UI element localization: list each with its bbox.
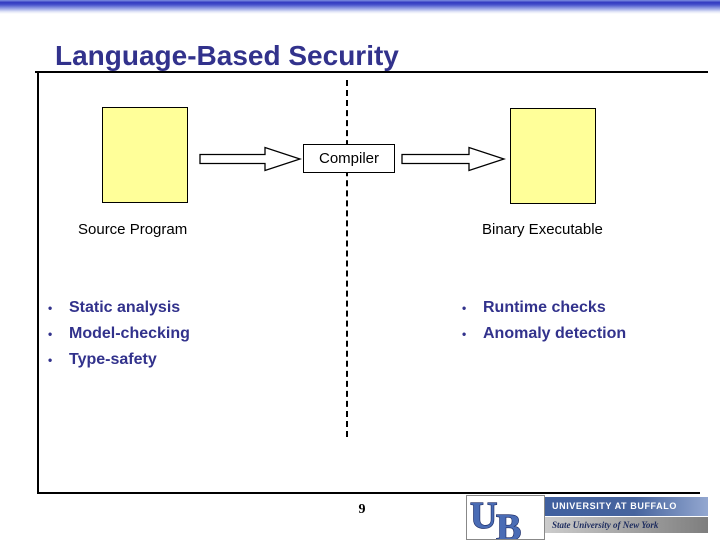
university-subtitle-bar: State University of New York <box>545 517 708 533</box>
source-program-label: Source Program <box>78 221 188 238</box>
logo-letter-u: U <box>470 496 497 537</box>
top-gradient-bar <box>0 0 720 14</box>
list-item: • Type-safety <box>48 347 190 373</box>
list-item: • Anomaly detection <box>462 321 626 347</box>
content-frame <box>37 73 700 494</box>
bullet-label: Runtime checks <box>483 299 606 316</box>
bullet-icon: • <box>48 301 53 315</box>
logo-letter-b: B <box>496 507 521 540</box>
list-item: • Model-checking <box>48 321 190 347</box>
title-underline <box>35 71 708 73</box>
arrow-right-icon <box>199 146 302 172</box>
list-item: • Runtime checks <box>462 295 626 321</box>
bullet-label: Type-safety <box>69 351 157 368</box>
dashed-divider-line <box>346 80 348 437</box>
bullet-label: Model-checking <box>69 325 190 342</box>
arrow-right-icon <box>401 146 506 172</box>
source-program-box <box>102 107 188 203</box>
ub-logo-icon: U B <box>469 496 522 540</box>
slide-title: Language-Based Security <box>55 40 399 71</box>
compiler-box: Compiler <box>303 144 395 173</box>
bullet-icon: • <box>462 301 467 315</box>
right-bullet-list: • Runtime checks • Anomaly detection <box>462 295 626 347</box>
left-bullet-list: • Static analysis • Model-checking • Typ… <box>48 295 190 373</box>
list-item: • Static analysis <box>48 295 190 321</box>
bullet-icon: • <box>462 327 467 341</box>
bullet-label: Static analysis <box>69 299 181 316</box>
page-number: 9 <box>358 502 366 517</box>
binary-executable-label: Binary Executable <box>482 221 603 238</box>
university-name-bar: UNIVERSITY AT BUFFALO <box>545 497 708 516</box>
bullet-icon: • <box>48 353 53 367</box>
bullet-icon: • <box>48 327 53 341</box>
bullet-label: Anomaly detection <box>483 325 627 342</box>
university-logo: U B <box>466 495 545 540</box>
compiler-label: Compiler <box>318 150 379 167</box>
binary-executable-box <box>510 108 596 204</box>
